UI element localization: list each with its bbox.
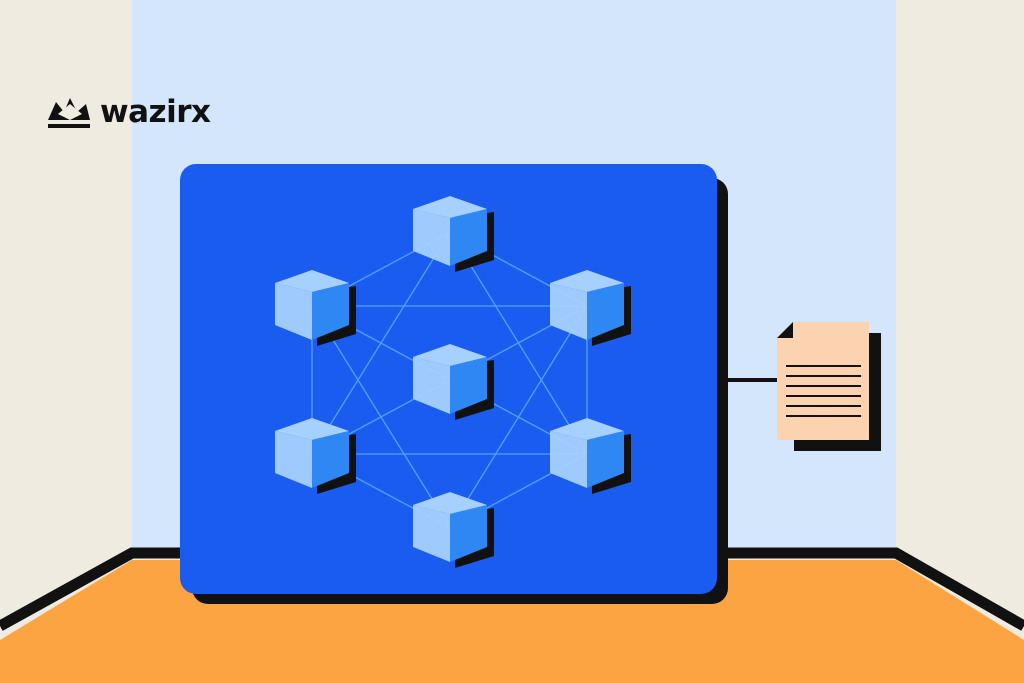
cube-nodes bbox=[275, 196, 631, 568]
document-icon bbox=[777, 322, 881, 451]
brand-name: wazirx bbox=[100, 93, 211, 130]
cube-icon-center bbox=[413, 344, 494, 420]
cube-icon-top bbox=[413, 196, 494, 272]
cube-icon-upper-right bbox=[550, 270, 631, 346]
cube-icon-lower-right bbox=[550, 418, 631, 494]
cube-icon-lower-left bbox=[275, 418, 356, 494]
cube-icon-bottom bbox=[413, 492, 494, 568]
cube-icon-upper-left bbox=[275, 270, 356, 346]
crown-logo-icon bbox=[48, 98, 90, 128]
brand-logo[interactable]: wazirx bbox=[46, 94, 211, 134]
